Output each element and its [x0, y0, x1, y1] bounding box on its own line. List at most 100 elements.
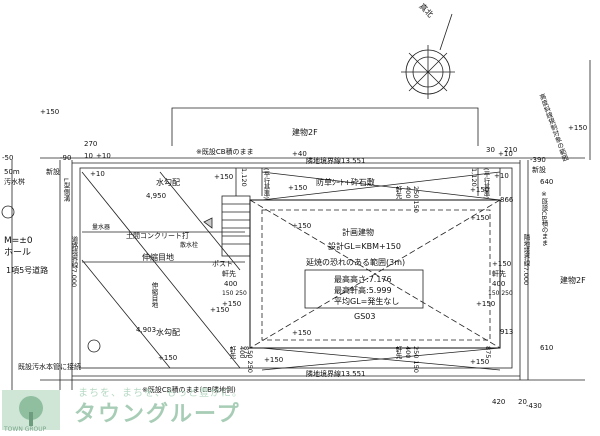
eave-value-5: 400 [238, 346, 246, 359]
dim-150-250-a: 150 250 [222, 290, 247, 297]
concrete-label: 土間コンクリート打 [126, 232, 189, 240]
manhole-level-label: M=±0 [4, 236, 33, 246]
fire-spread-label: 延焼の恐れのある範囲(3m) [306, 258, 406, 267]
eave-value-3: 400 [492, 280, 506, 288]
new-label-left: 新設 [46, 168, 60, 176]
eave-label-4: 軒先 [394, 346, 402, 359]
post-label: ポスト [212, 260, 233, 268]
road-left-boundary-label: 道路境界線7.000 [70, 236, 78, 288]
gutter-label: L型側溝 [62, 178, 70, 202]
right-building-label: 建物2F [560, 276, 586, 285]
level-p40: +40 [292, 150, 307, 158]
dim-150-250-b: 150 250 [488, 290, 513, 297]
dim-270: 270 [84, 140, 98, 148]
eave-label-1: 軒先 [394, 186, 402, 199]
eave-label-3: 軒先 [492, 270, 506, 278]
level-p150-j: +150 [264, 356, 284, 364]
level-p10-c: +10 [494, 172, 509, 180]
level-m50: -50 [2, 154, 14, 162]
fence-top-left-label: (平行基準) [262, 168, 270, 200]
dim-30: 30 [486, 146, 495, 154]
dim-420: 420 [492, 398, 506, 406]
level-m430: -430 [526, 402, 542, 410]
dim-875-a: 875 [242, 346, 250, 359]
dim-875-b: 875 [484, 346, 492, 359]
watermark-sub: TOWN GROUP [4, 426, 47, 433]
stats-box [304, 269, 424, 309]
dim-1120-a: 1,120 [240, 168, 248, 187]
eave-value-2: 400 [224, 280, 238, 288]
level-m390: -390 [530, 156, 546, 164]
avg-gl-label: 平均GL=発生なし [334, 297, 400, 306]
gs-label: GS03 [354, 312, 376, 321]
fence-top-right-label: (平行基準) [482, 168, 490, 200]
dim-866: 866 [500, 196, 514, 204]
level-p150-c: +150 [288, 184, 308, 192]
level-p150-n: +150 [492, 260, 512, 268]
dim-20: 20 [518, 398, 527, 406]
meter-label: 量水器 [92, 224, 111, 231]
manhole-label: ホール [4, 248, 32, 258]
level-p10-a: +10 [96, 152, 111, 160]
top-building-outline [171, 107, 479, 146]
eave-value-4: 400 [404, 346, 412, 359]
right-boundary-label: 隣地境界線7.000 [522, 234, 530, 286]
water-slope-top-label: 水勾配 [156, 178, 180, 187]
level-p150-e: +150 [470, 214, 490, 222]
tree-logo-icon [2, 390, 60, 430]
existing-cb-top-note: ※既設CB積のまま [196, 148, 254, 156]
faucet-label: 散水栓 [180, 242, 199, 249]
manhole-size-label: 50m [4, 168, 20, 176]
site-interior [79, 167, 513, 369]
max-height-label: 最高高さ:7.176 [334, 275, 392, 284]
house-footprint [249, 199, 501, 349]
existing-cb-right-note: ※既設CB積のまま [540, 190, 548, 246]
top-building-label: 建物2F [292, 128, 318, 137]
stairs [221, 195, 251, 257]
dim-4903: 4,903 [136, 326, 157, 334]
level-p150-m: +150 [568, 124, 588, 132]
dim-913: 913 [500, 328, 514, 336]
dim-210: 210 [504, 146, 518, 154]
level-p150-g: +150 [222, 300, 242, 308]
sewer-connect-note: 既設汚水本管に接続 [18, 363, 81, 371]
max-eave-label: 最高軒高:5.999 [334, 286, 392, 295]
dim-250-150-b: 250 150 [412, 346, 420, 373]
level-p150-h: +150 [476, 300, 496, 308]
level-p10-b: +10 [90, 170, 105, 178]
joint-label: 伸縮目地 [142, 253, 174, 262]
water-slope-bottom-label: 水勾配 [156, 328, 180, 337]
level-p150-i: +150 [292, 329, 312, 337]
dim-640: 640 [540, 178, 554, 186]
top-boundary-label: 隣地境界線13.551 [306, 157, 366, 165]
joint-vertical-label: 伸縮目地 [150, 282, 158, 308]
existing-cb-bottom-note: ※既設CB積のまま(CB隣地側) [142, 386, 236, 394]
level-p150-a: +150 [40, 108, 60, 116]
watermark-brand: タウングループ [74, 402, 241, 427]
sheet-stone-label: 防草ｼｰﾄ+砕石敷 [316, 178, 375, 187]
eave-label-2: 軒先 [222, 270, 236, 278]
level-p150-l: +150 [158, 354, 178, 362]
level-p150-k: +150 [470, 358, 490, 366]
watermark: まちを、まちを、もっと豊かに。 タウングループ TOWN GROUP [0, 382, 260, 436]
watermark-tagline: まちを、まちを、もっと豊かに。 [78, 388, 243, 399]
level-p150-b: +150 [214, 173, 234, 181]
dim-1120-b: 1,120 [470, 168, 478, 187]
level-p150-f: +150 [292, 222, 312, 230]
dim-4950: 4,950 [146, 192, 167, 200]
level-p10-d: +10 [498, 150, 513, 158]
dim-250-150-a: 250 150 [412, 186, 420, 213]
eave-label-5: 軒先 [228, 346, 236, 359]
dim-610: 610 [540, 344, 554, 352]
road-name-label: 1項5号道路 [6, 266, 49, 275]
design-gl-label: 設計GL=KBM+150 [328, 242, 401, 251]
dim-150-250-c: 150 250 [246, 346, 254, 373]
plan-title: 計画建物 [342, 228, 374, 237]
bottom-boundary-label: 隣地境界線13.551 [306, 370, 366, 378]
level-p150-d: +150 [470, 186, 490, 194]
new-label-right: 新設 [532, 166, 546, 174]
level-p150-o: +150 [210, 306, 230, 314]
dim-10: 10 [84, 152, 93, 160]
eave-value-1: 400 [404, 186, 412, 199]
